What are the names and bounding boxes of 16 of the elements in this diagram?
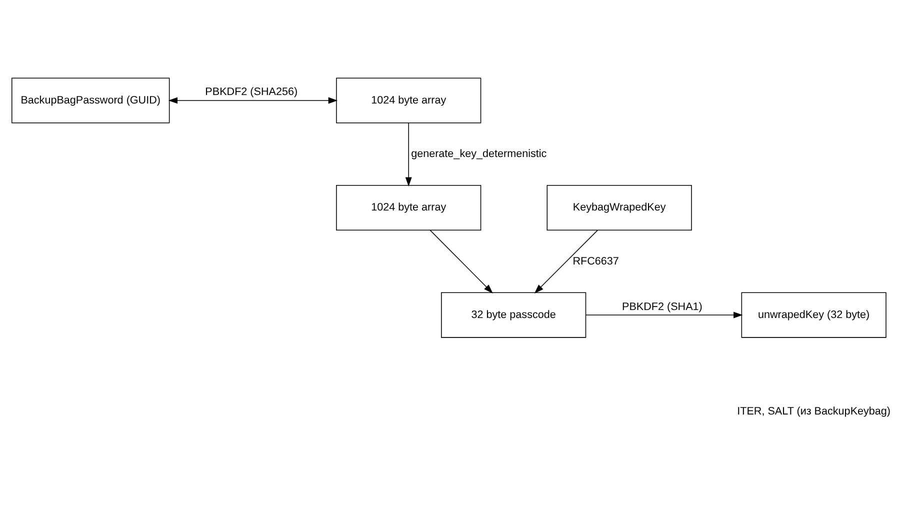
node-box: 1024 byte array: [336, 184, 482, 230]
arrow: [168, 96, 338, 104]
arrow: [405, 122, 412, 186]
edge-label: PBKDF2 (SHA1): [622, 300, 702, 312]
arrow: [586, 311, 743, 318]
edge-label: PBKDF2 (SHA256): [205, 86, 298, 98]
node-box: BackupBagPassword (GUID): [12, 77, 170, 123]
node-box: 1024 byte array: [336, 77, 482, 123]
edge-label: generate_key_determenistic: [411, 147, 547, 160]
node-box: KeybagWrapedKey: [546, 184, 692, 230]
label: ITER, SALT (из BackupKeybag): [737, 404, 891, 417]
arrow: [534, 229, 598, 293]
edge-label: RFC6637: [572, 254, 619, 267]
node-box: unwrapedKey (32 byte): [741, 292, 886, 338]
node-box: 32 byte passcode: [441, 292, 586, 338]
arrow: [430, 229, 493, 293]
